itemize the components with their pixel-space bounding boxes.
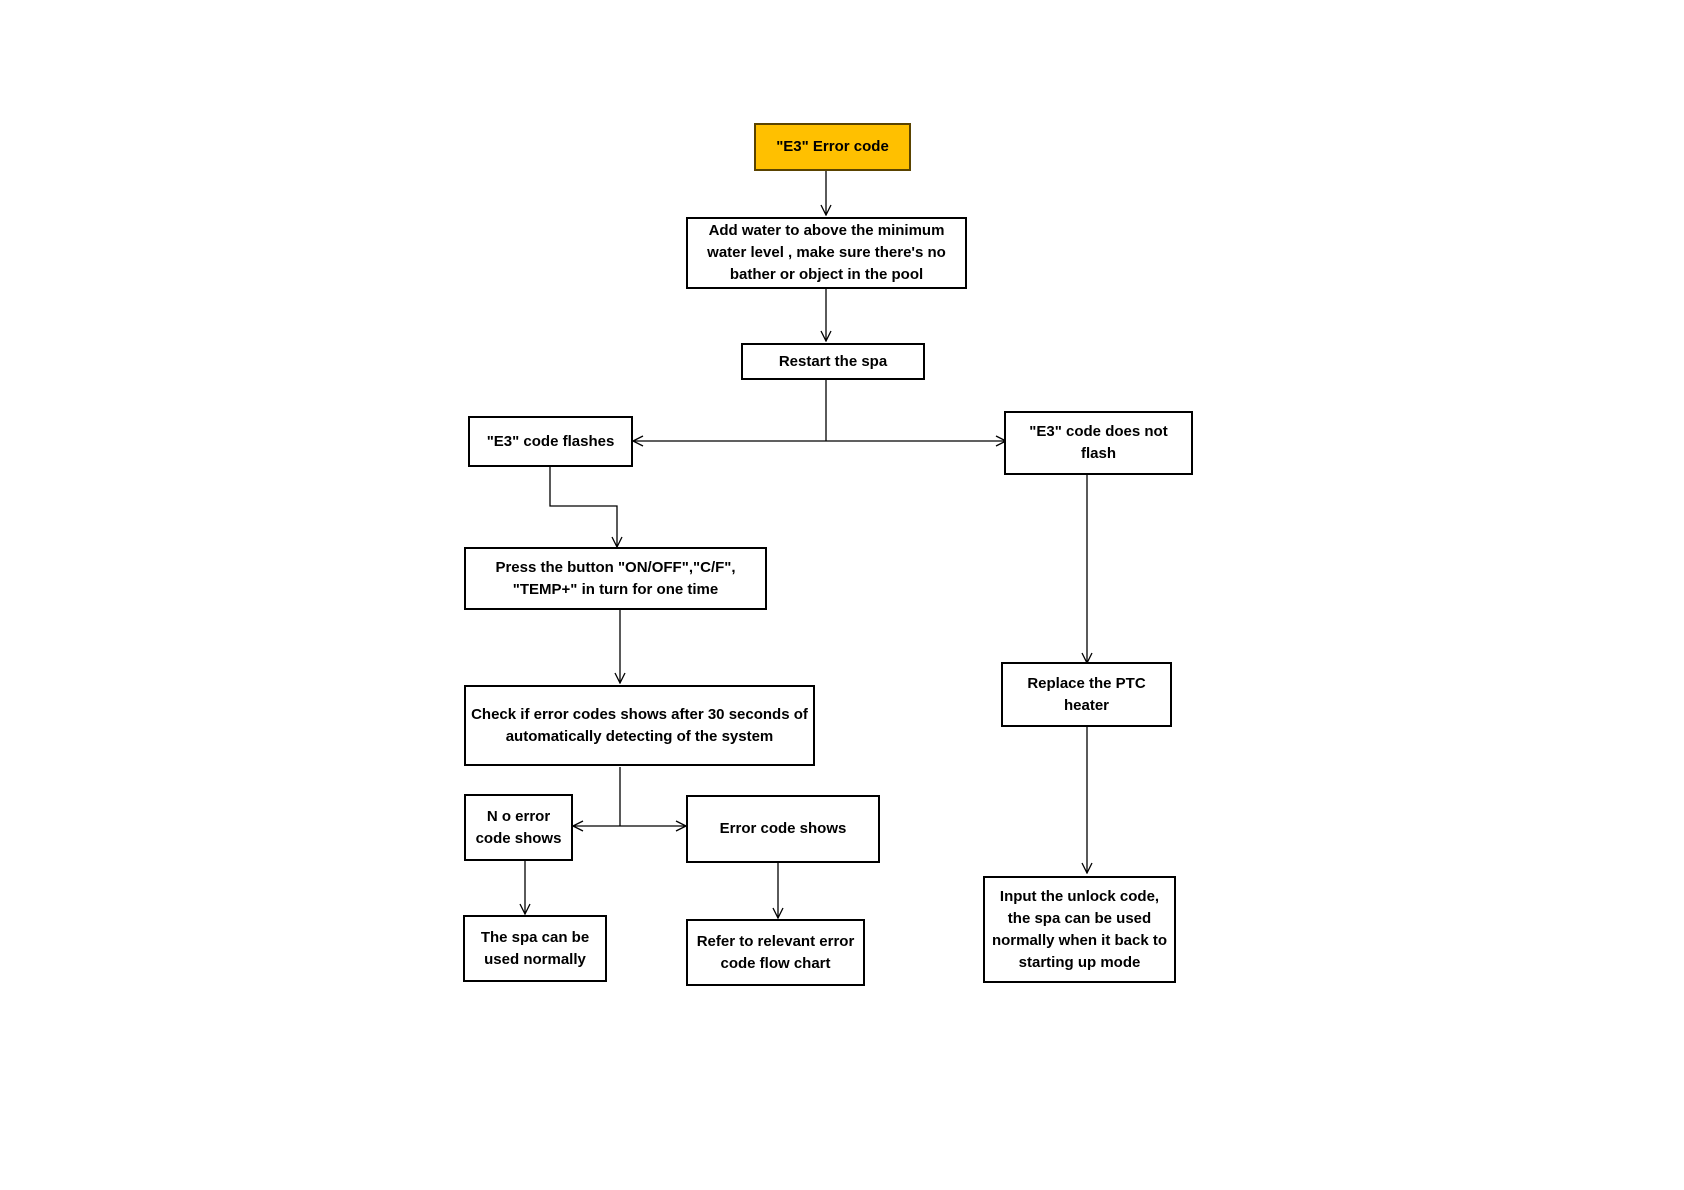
restart-spa-node: Restart the spa: [741, 343, 925, 380]
code-not-flash-node: "E3" code does not flash: [1004, 411, 1193, 475]
check-error-codes-node: Check if error codes shows after 30 seco…: [464, 685, 815, 766]
replace-ptc-heater-node: Replace the PTC heater: [1001, 662, 1172, 727]
add-water-node: Add water to above the minimum water lev…: [686, 217, 967, 289]
error-code-start-node: "E3" Error code: [754, 123, 911, 171]
press-button-node: Press the button "ON/OFF","C/F", "TEMP+"…: [464, 547, 767, 610]
spa-used-normally-node: The spa can be used normally: [463, 915, 607, 982]
no-error-node: N o error code shows: [464, 794, 573, 861]
code-flashes-node: "E3" code flashes: [468, 416, 633, 467]
refer-flow-chart-node: Refer to relevant error code flow chart: [686, 919, 865, 986]
error-code-shows-node: Error code shows: [686, 795, 880, 863]
arrow-code-flashes-to-press-button: [549, 467, 617, 547]
input-unlock-code-node: Input the unlock code, the spa can be us…: [983, 876, 1176, 983]
